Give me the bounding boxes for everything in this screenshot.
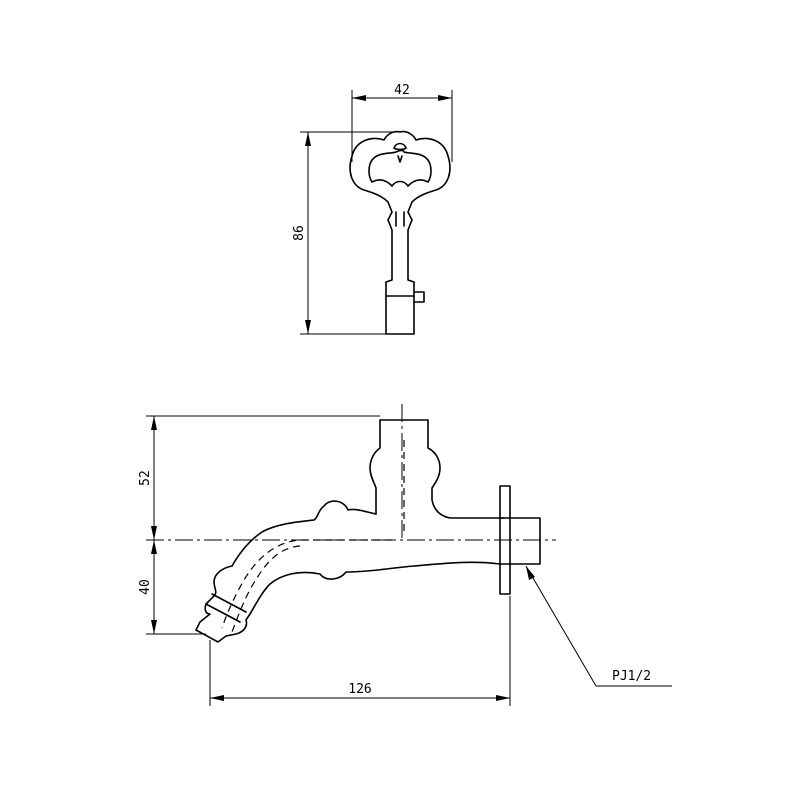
drop-below-label: 40 bbox=[138, 579, 153, 595]
length-dimension: 126 bbox=[209, 596, 511, 706]
key-height-dimension: 86 bbox=[292, 131, 398, 335]
key-width-dimension: 42 bbox=[351, 83, 453, 162]
height-above-label: 52 bbox=[138, 470, 153, 486]
thread-callout: PJ1/2 bbox=[525, 565, 672, 687]
centre-lines bbox=[146, 404, 556, 541]
faucet-drawing bbox=[195, 419, 541, 643]
key-width-label: 42 bbox=[394, 83, 410, 98]
thread-label: PJ1/2 bbox=[612, 669, 651, 684]
key-height-label: 86 bbox=[292, 225, 307, 241]
drop-below-dimension: 40 bbox=[138, 540, 206, 635]
key-handle-drawing bbox=[349, 130, 451, 335]
length-label: 126 bbox=[348, 682, 371, 697]
height-above-dimension: 52 bbox=[138, 415, 380, 540]
